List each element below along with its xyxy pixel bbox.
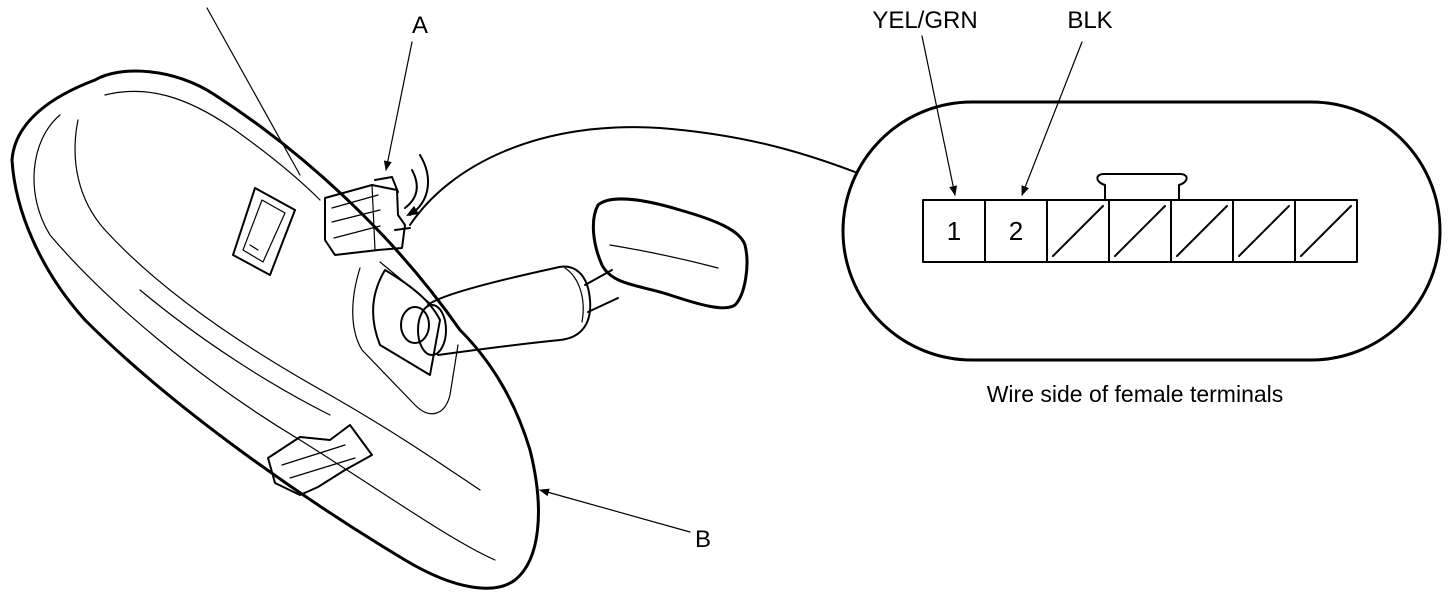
mount-recess xyxy=(372,269,441,376)
mirror-switch xyxy=(232,187,296,276)
mirror-rim-line xyxy=(33,114,496,561)
terminal-number: 1 xyxy=(947,216,961,246)
terminal-number: 2 xyxy=(1009,216,1023,246)
leader-line xyxy=(206,7,301,176)
mirror-connector xyxy=(324,154,430,256)
unused-terminal-hatch xyxy=(1052,205,1104,257)
stay-stem xyxy=(427,265,592,356)
terminal-cell xyxy=(1294,199,1358,263)
rearview-mirror xyxy=(10,69,540,590)
wire-color-pin2-arrow xyxy=(1021,41,1083,196)
wire-color-pin1: YEL/GRN xyxy=(872,7,977,34)
callout-b: B xyxy=(695,526,711,553)
connector-view-caption: Wire side of female terminals xyxy=(987,381,1284,407)
terminal-cell xyxy=(1170,199,1234,263)
mirror-stay-bracket xyxy=(400,197,749,356)
unused-terminal-hatch xyxy=(1238,205,1290,257)
mirror-inner-panel xyxy=(74,90,481,491)
connector-latch xyxy=(1096,173,1188,201)
mirror-bottom-tab xyxy=(267,424,373,496)
wire-color-pin1-arrow xyxy=(921,35,958,196)
unused-terminal-hatch xyxy=(1300,205,1352,257)
terminal-cell-box xyxy=(1294,199,1358,263)
wire-color-pin2: BLK xyxy=(1067,7,1112,34)
callout-a-arrow xyxy=(383,41,413,171)
terminal-cell xyxy=(1046,199,1110,263)
connector-body xyxy=(324,184,406,256)
unused-terminal-hatch xyxy=(1176,205,1228,257)
mirror-lower-line xyxy=(139,289,331,416)
mirror-housing-outline xyxy=(10,69,540,590)
terminal-cell xyxy=(1232,199,1296,263)
terminal-cell xyxy=(1108,199,1172,263)
callout-b-arrow xyxy=(539,488,691,533)
wire-harness xyxy=(409,126,856,226)
stay-base-pad xyxy=(591,197,749,310)
terminal-cell: 2 xyxy=(984,199,1048,263)
terminal-cell: 1 xyxy=(922,199,986,263)
connector-view-frame xyxy=(841,100,1442,362)
callout-a: A xyxy=(412,12,428,39)
unused-terminal-hatch xyxy=(1114,205,1166,257)
